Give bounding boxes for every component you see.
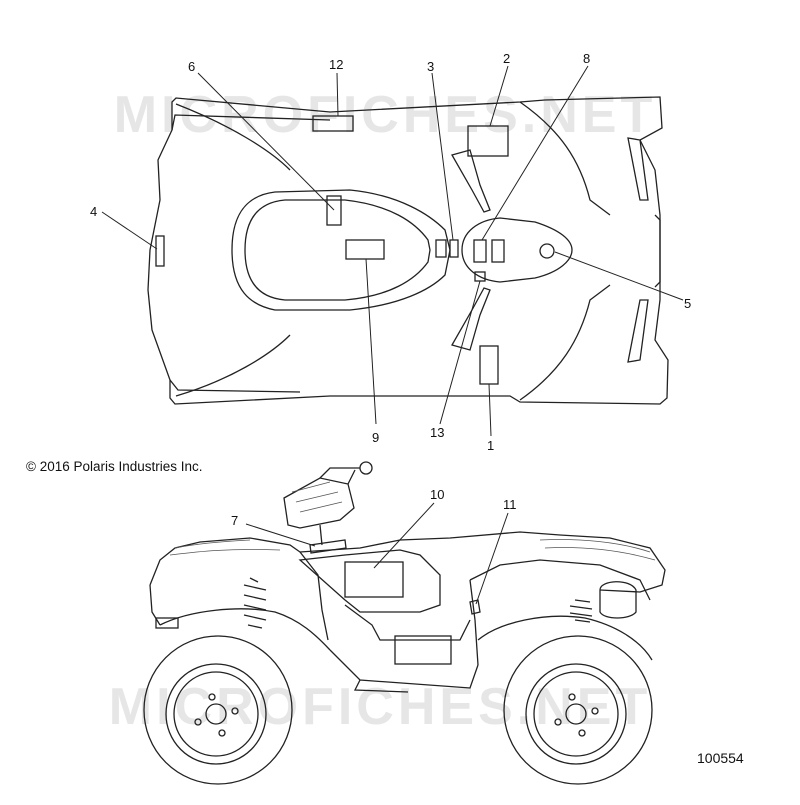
figure-number: 100554 — [697, 750, 744, 766]
rear-lug-1 — [208, 693, 216, 701]
steering-column — [319, 524, 323, 546]
front-rim-outer — [525, 663, 627, 765]
rear-taillight — [155, 617, 179, 629]
decal-7 — [309, 539, 347, 554]
rear-wheel — [143, 635, 293, 785]
rear-fender-right — [175, 334, 291, 397]
rear-rack-line — [169, 114, 331, 393]
rear-rim-inner — [173, 671, 259, 757]
rear-lug-2 — [231, 707, 239, 715]
callout-5: 5 — [684, 296, 691, 311]
rear-shock — [243, 577, 267, 629]
rear-tire — [143, 635, 293, 785]
front-winch — [599, 581, 637, 619]
decal-4 — [155, 235, 165, 267]
rear-fender-left — [175, 103, 291, 171]
handlebar-end — [359, 461, 373, 475]
handlebar-pod — [283, 477, 355, 529]
top-callouts: 12 2 3 8 6 4 5 9 13 1 — [90, 51, 691, 453]
handlebar-left — [451, 149, 491, 213]
front-rim-inner — [533, 671, 619, 757]
handlebar-right — [451, 287, 491, 351]
side-callouts: 7 10 11 — [231, 487, 517, 528]
callout-13: 13 — [430, 425, 444, 440]
front-lug-4 — [554, 718, 562, 726]
frame-mid — [344, 604, 471, 641]
front-hub — [565, 703, 587, 725]
front-fender — [469, 559, 651, 666]
callout-12: 12 — [329, 57, 343, 72]
fender-texture — [169, 481, 656, 561]
callout-4: 4 — [90, 204, 97, 219]
callout-1: 1 — [487, 438, 494, 453]
seat-inner — [244, 199, 431, 301]
callout-9: 9 — [372, 430, 379, 445]
front-wheel-arch — [477, 615, 653, 661]
rear-wheel-arch — [159, 608, 331, 651]
decal-9 — [345, 239, 385, 260]
front-shock — [569, 599, 593, 623]
rear-rim-outer — [165, 663, 267, 765]
front-fender-bottom — [519, 284, 611, 401]
callout-8: 8 — [583, 51, 590, 66]
headlight-top — [627, 137, 649, 201]
decal-12 — [312, 115, 354, 132]
front-lug-3 — [578, 729, 586, 737]
handlebar-bar — [319, 467, 360, 485]
front-bumper — [654, 214, 661, 288]
front-lug-1 — [568, 693, 576, 701]
fuel-cap — [539, 243, 555, 259]
watermark-text-bottom: MICROFICHES.NET — [109, 678, 651, 736]
watermark-bottom: MICROFICHES.NET — [109, 678, 651, 736]
side-leader-lines — [245, 502, 509, 605]
callout-6: 6 — [188, 59, 195, 74]
decal-8b — [491, 239, 505, 263]
front-tire — [503, 635, 653, 785]
decal-8 — [473, 239, 487, 263]
decal-3b — [449, 239, 459, 258]
engine-block — [394, 635, 452, 665]
rear-fender-lower — [149, 551, 329, 641]
side-panel — [298, 549, 441, 613]
callout-3: 3 — [427, 59, 434, 74]
decal-2 — [467, 125, 509, 157]
decal-3a — [435, 239, 447, 258]
atv-side-view — [149, 461, 666, 693]
frame-lower — [329, 649, 479, 693]
callout-7: 7 — [231, 513, 238, 528]
side-body-outline — [149, 531, 666, 593]
callout-10: 10 — [430, 487, 444, 502]
callout-2: 2 — [503, 51, 510, 66]
callout-11: 11 — [503, 497, 517, 512]
headlight-bottom — [627, 299, 649, 363]
rear-hub — [205, 703, 227, 725]
top-leader-lines — [101, 65, 684, 437]
body-outline — [147, 96, 669, 405]
front-wheel — [503, 635, 653, 785]
decal-1 — [479, 345, 499, 385]
front-fender-top — [519, 101, 611, 216]
decal-10 — [344, 561, 404, 598]
front-lug-2 — [591, 707, 599, 715]
decal-11 — [469, 599, 481, 615]
rear-lug-4 — [194, 718, 202, 726]
copyright-notice: © 2016 Polaris Industries Inc. — [26, 459, 203, 474]
atv-top-view — [147, 96, 669, 405]
decal-6 — [326, 195, 342, 226]
rear-lug-3 — [218, 729, 226, 737]
